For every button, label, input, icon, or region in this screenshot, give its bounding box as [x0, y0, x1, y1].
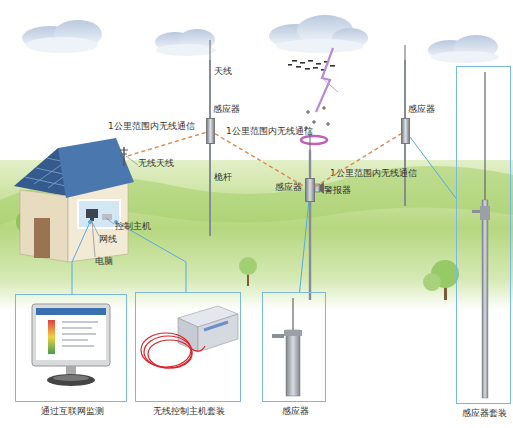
part-name: 网线 — [99, 234, 117, 245]
tree — [423, 260, 459, 300]
cloud — [155, 29, 216, 56]
part-name: 桅杆 — [214, 172, 232, 183]
part-name: 电脑 — [95, 256, 113, 267]
antenna-callout: 无线天线 — [120, 148, 128, 166]
sensor-illustration — [272, 298, 302, 396]
product-leader — [72, 221, 186, 295]
node-text: 感应器 — [213, 104, 240, 115]
node-text: 通过互联网监测 — [16, 406, 128, 417]
sensor-unit: 感应器 — [401, 118, 410, 144]
storm-cloud — [269, 15, 368, 53]
node-text: 感应器 — [275, 182, 302, 193]
link-label: 1公里范围内无线通信 — [226, 126, 313, 137]
cloud — [428, 35, 499, 63]
mast — [310, 130, 311, 300]
label-leader — [92, 156, 138, 257]
part-name: 控制主机 — [115, 221, 151, 232]
monitor-illustration — [32, 304, 110, 386]
product-panel: 感应器 — [262, 292, 326, 402]
field-ring — [301, 136, 327, 144]
wireless-link — [215, 134, 305, 187]
product-panel: 通过互联网监测 — [15, 294, 127, 402]
link-label: 1公里范围内无线通信 — [330, 168, 417, 179]
product-leader — [300, 202, 309, 292]
sensor-unit: 感应器 — [305, 178, 315, 202]
node-text: 感应器 — [408, 104, 435, 115]
part-name: 警报器 — [324, 185, 351, 196]
tree — [239, 257, 257, 286]
alarm-siren — [314, 182, 324, 194]
node-text: 感应器 — [263, 406, 327, 417]
node-text: 无线控制主机套装 — [136, 406, 242, 417]
product-leader — [410, 137, 456, 198]
wireless-link — [315, 134, 401, 187]
part-name: 天线 — [214, 66, 232, 77]
product-panel: 无线控制主机套装 — [135, 292, 241, 402]
cloud — [22, 20, 102, 53]
sensor-kit-illustration — [472, 72, 490, 398]
node-text: 感应器套装 — [457, 408, 512, 419]
link-label: 1公里范围内无线通信 — [108, 121, 195, 132]
wireless-link — [128, 132, 206, 155]
control-host-illustration — [141, 306, 238, 368]
house — [14, 138, 134, 262]
product-panel: 感应器套装 — [456, 66, 511, 404]
sensor-unit: 感应器 — [206, 118, 215, 144]
node-text: 无线天线 — [138, 158, 174, 169]
lightning-branch — [322, 78, 338, 92]
